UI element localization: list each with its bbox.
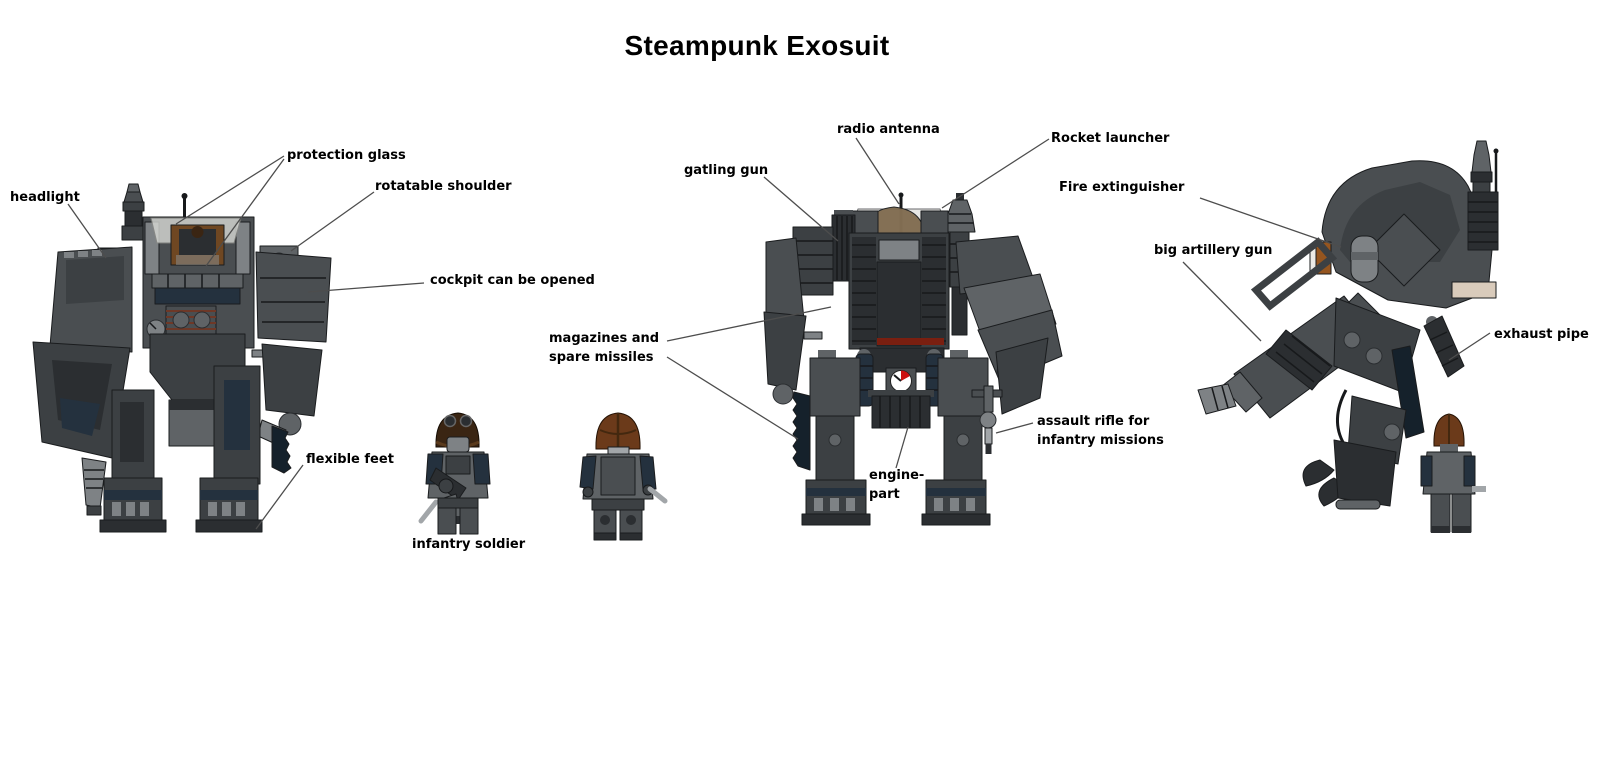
chimney	[121, 183, 146, 241]
leader-lines	[67, 137, 1491, 530]
claw-foot	[1302, 439, 1397, 510]
leader-protection-glass-1	[175, 155, 285, 225]
leader-gatling-gun	[763, 176, 839, 242]
front-rust-panel	[165, 305, 217, 335]
leader-exhaust-pipe	[1448, 332, 1491, 361]
leg-saw-track	[792, 391, 811, 471]
right-arm	[251, 245, 332, 447]
fire-extinguisher-part	[1350, 230, 1379, 283]
leader-magazines-2	[666, 356, 799, 440]
flexible-feet-part	[99, 477, 263, 533]
label-rotatable-shoulder: rotatable shoulder	[375, 179, 512, 194]
minifig-side	[1420, 413, 1486, 533]
engine-part-block	[868, 390, 934, 429]
headlight-part	[81, 457, 107, 516]
label-fire-extinguisher: Fire extinguisher	[1059, 180, 1185, 195]
leg-track	[271, 425, 292, 474]
back-right-arm	[955, 235, 1063, 415]
leader-assault-rifle	[995, 422, 1034, 434]
label-rocket-launcher: Rocket launcher	[1051, 131, 1170, 146]
leader-cockpit	[307, 282, 425, 293]
leader-radio-antenna	[855, 137, 900, 205]
leader-headlight	[67, 203, 107, 259]
hose	[1336, 389, 1348, 445]
leader-big-artillery-gun	[1182, 261, 1262, 342]
back-left-arm	[763, 226, 834, 405]
label-engine-part: engine- part	[869, 468, 925, 502]
label-big-artillery-gun: big artillery gun	[1154, 243, 1273, 258]
exhaust-pipe-part	[1423, 315, 1465, 378]
leader-protection-glass-2	[205, 158, 285, 267]
back-panel	[848, 232, 950, 350]
back-legs	[792, 350, 989, 483]
label-protection-glass: protection glass	[287, 148, 406, 163]
label-infantry-soldier: infantry soldier	[412, 537, 526, 552]
assault-rifle-part	[971, 385, 1003, 454]
leader-rotatable-shoulder	[290, 191, 375, 252]
leader-flexible-feet	[255, 464, 304, 530]
leader-fire-extinguisher	[1199, 197, 1342, 248]
label-exhaust-pipe: exhaust pipe	[1494, 327, 1589, 342]
leader-rocket-launcher	[941, 138, 1050, 209]
exosuit-front-view	[32, 183, 332, 533]
label-flexible-feet: flexible feet	[306, 452, 394, 467]
label-headlight: headlight	[10, 190, 80, 205]
minifig-back	[579, 412, 668, 541]
exosuit-back-view	[763, 192, 1063, 526]
label-magazines: magazines and spare missiles	[549, 331, 660, 365]
label-gatling-gun: gatling gun	[684, 163, 769, 178]
back-feet	[801, 479, 991, 526]
left-arm	[32, 246, 133, 516]
exosuit-side-view	[1197, 140, 1499, 533]
label-assault-rifle: assault rifle for infantry missions	[1037, 414, 1164, 448]
minifig-front	[418, 412, 491, 535]
label-cockpit: cockpit can be opened	[430, 273, 595, 288]
tan-detail	[1451, 281, 1497, 299]
cockpit-part	[170, 224, 225, 266]
page-title: Steampunk Exosuit	[624, 30, 890, 61]
leader-magazines-1	[666, 306, 832, 342]
front-legs	[111, 365, 292, 485]
label-radio-antenna: radio antenna	[837, 122, 940, 137]
side-chimney	[1470, 140, 1499, 199]
leader-engine-part	[895, 426, 909, 469]
